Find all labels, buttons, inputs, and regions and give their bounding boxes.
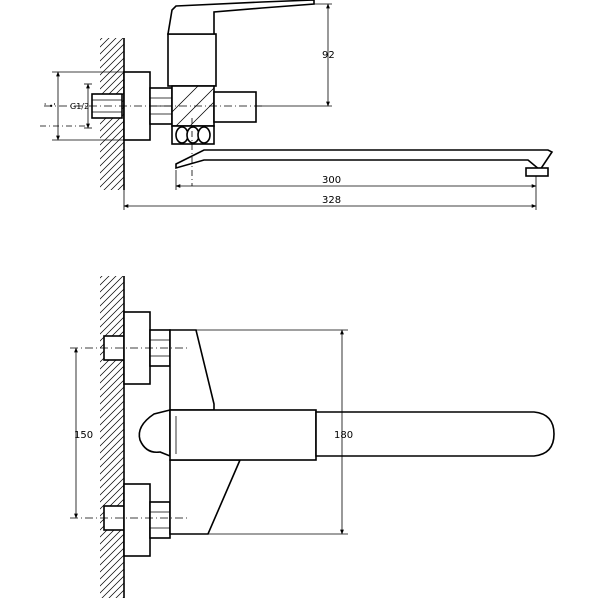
body-top: [169, 409, 317, 461]
dim-spout-reach: 300: [322, 175, 341, 186]
thread-size-label: G1/2: [70, 102, 89, 111]
lower-body-arm: [169, 459, 242, 535]
wall-hatch-bottom: [100, 276, 124, 598]
dim-center-distance: 150: [74, 430, 93, 441]
lever-nose-top: [138, 408, 171, 458]
top-view: 150 180: [70, 276, 555, 598]
side-view: ' •' G1/2 92 300 328: [40, 0, 554, 210]
outlet-stub-side: [213, 91, 257, 123]
cartridge-housing: [167, 33, 217, 87]
dim-overall-length: 328: [322, 195, 341, 206]
upper-body-arm: [169, 329, 215, 411]
dim-spout-height: 180: [334, 430, 353, 441]
aerator-side: [525, 167, 549, 177]
dim-lever-height: 92: [322, 50, 335, 61]
side-mark-label: ' •': [44, 102, 56, 111]
lever-handle-side: [167, 0, 315, 35]
lower-flange: [123, 483, 151, 557]
spout-top: [315, 411, 555, 457]
lower-hex-nut: [149, 501, 171, 539]
spout-side: [175, 149, 554, 172]
